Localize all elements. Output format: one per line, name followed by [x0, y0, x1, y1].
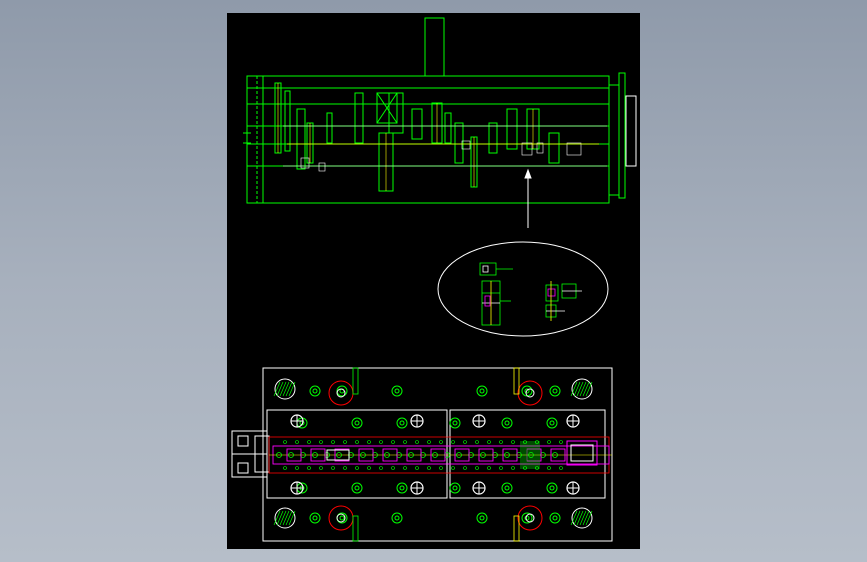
shank [424, 17, 445, 77]
guide-post-icon [274, 507, 296, 529]
pilot-hole [456, 452, 462, 458]
screw-icon [546, 482, 558, 494]
screw-icon [549, 385, 561, 397]
pilot-hole [540, 452, 546, 458]
insert [461, 140, 471, 150]
plan-view [231, 367, 613, 542]
punch [354, 92, 364, 144]
spring-icon [517, 380, 543, 406]
screw-icon [309, 385, 321, 397]
pilot-hole [432, 452, 438, 458]
pilot-hole [360, 452, 366, 458]
end-block [566, 440, 598, 466]
pilot-hole [468, 452, 474, 458]
screw-icon [501, 417, 513, 429]
pilot-hole [312, 452, 318, 458]
pilot-hole [444, 452, 450, 458]
detail-callout [437, 241, 609, 337]
screw-icon [449, 417, 461, 429]
punch [488, 122, 498, 154]
pilot-hole [408, 452, 414, 458]
screw-icon [391, 512, 403, 524]
guide-post-icon [571, 378, 593, 400]
pilot-hole [480, 452, 486, 458]
punch [444, 112, 452, 144]
pilot-hole [492, 452, 498, 458]
blank-outline [310, 448, 326, 462]
punch [454, 122, 464, 164]
punch [411, 108, 423, 140]
pilot-hole [276, 452, 282, 458]
screw-icon [391, 385, 403, 397]
cad-drawing [231, 17, 637, 542]
pilot-hole [516, 452, 522, 458]
punch [548, 132, 560, 164]
punch-holder [246, 103, 610, 127]
insert [536, 142, 544, 154]
pilot-hole [504, 452, 510, 458]
guide-post-icon [571, 507, 593, 529]
feed-window [326, 449, 350, 461]
cad-drawing-viewport[interactable] [227, 13, 640, 549]
screw-icon [549, 512, 561, 524]
die-plate-left [266, 409, 448, 499]
punch [326, 112, 333, 144]
screw-icon [351, 482, 363, 494]
blank-outline [502, 448, 518, 462]
blank-outline [550, 448, 566, 462]
guide-bar [625, 95, 637, 167]
screw-icon [396, 482, 408, 494]
punch [506, 108, 518, 150]
pilot-hole [300, 452, 306, 458]
screw-icon [351, 417, 363, 429]
screw-icon [309, 512, 321, 524]
spring-icon [517, 505, 543, 531]
punch [388, 92, 404, 134]
screw-icon [449, 482, 461, 494]
stripper-bolt [376, 92, 398, 124]
lower-plate [246, 165, 610, 204]
punch [296, 108, 306, 170]
blank-outline [382, 448, 398, 462]
front-section-view [243, 17, 637, 204]
pilot-hole [336, 452, 342, 458]
insert [521, 142, 533, 156]
blank-outline [406, 448, 422, 462]
guide-post-icon [274, 378, 296, 400]
blank-outline [454, 448, 470, 462]
screw-icon [336, 385, 348, 397]
pilot-hole [288, 452, 294, 458]
blank-outline [430, 448, 446, 462]
pilot-hole [420, 452, 426, 458]
pilot-hole [384, 452, 390, 458]
screw-icon [501, 482, 513, 494]
detail-arrow [524, 168, 532, 228]
screw-icon [476, 512, 488, 524]
blank-outline [478, 448, 494, 462]
screw-icon [476, 385, 488, 397]
side-block [608, 84, 620, 196]
pilot-hole [552, 452, 558, 458]
insert [566, 142, 582, 156]
screw-icon [396, 417, 408, 429]
blank-outline [286, 448, 302, 462]
die-plate-right [449, 409, 606, 499]
pilot-hole [396, 452, 402, 458]
insert [318, 162, 326, 172]
top-plate [246, 75, 610, 105]
screw-icon [546, 417, 558, 429]
screw-icon [521, 512, 533, 524]
spring-icon [328, 505, 354, 531]
pilot-hole [372, 452, 378, 458]
punch [284, 90, 291, 152]
blank-outline [358, 448, 374, 462]
insert [300, 157, 310, 169]
stripper-plate [246, 125, 610, 145]
